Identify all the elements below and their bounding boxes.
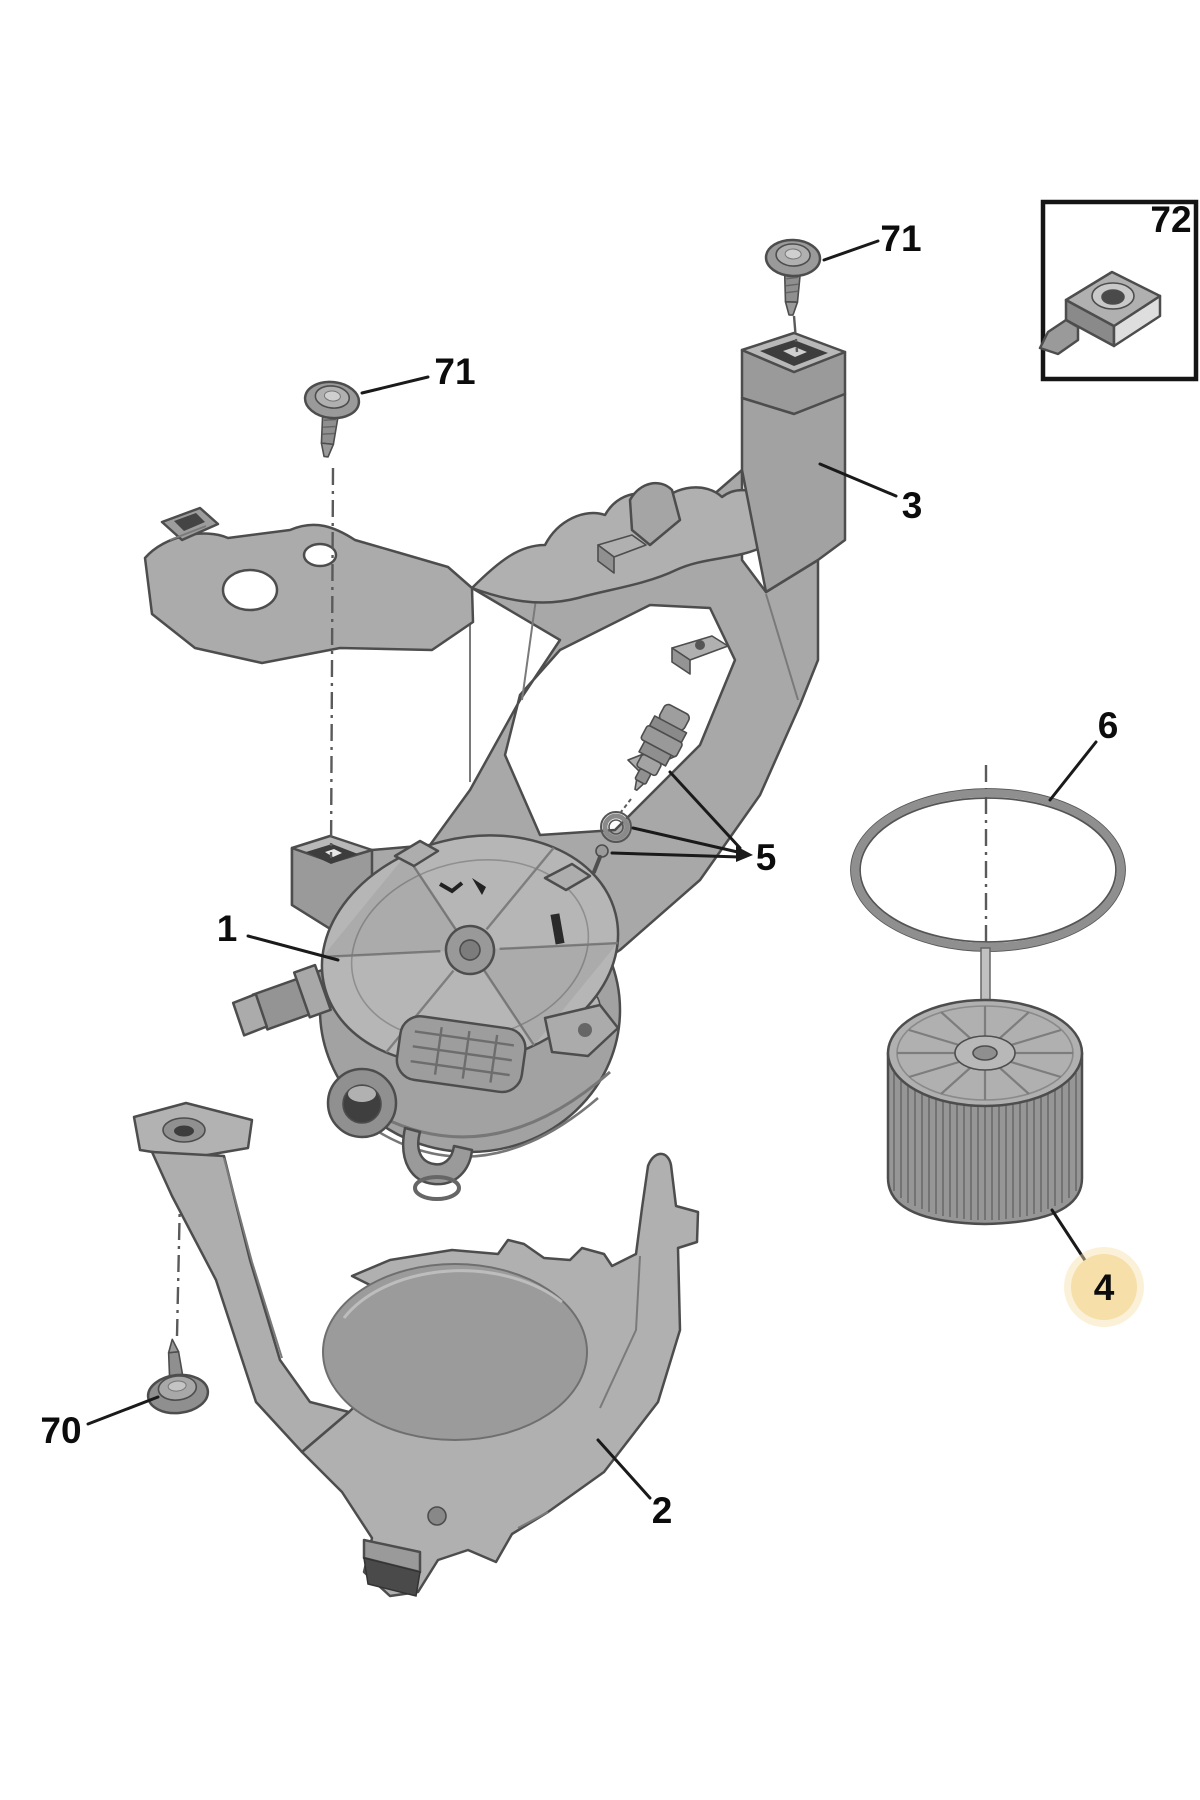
- callout-label-71-rear[interactable]: 71: [880, 218, 921, 259]
- leader-71-rear: [822, 239, 880, 262]
- o-ring-seal-drawing: [850, 765, 1126, 952]
- leader-3: [818, 462, 898, 498]
- leader-5-arrowhead: [736, 846, 753, 862]
- leader-2: [596, 1438, 652, 1500]
- mounting-screw-front-drawing: [297, 378, 362, 859]
- callout-label-6[interactable]: 6: [1098, 705, 1119, 746]
- leader-1: [246, 934, 340, 962]
- leader-6: [1048, 740, 1098, 802]
- leader-lines: [86, 239, 1098, 1500]
- leader-5: [610, 770, 744, 859]
- leader-4: [1050, 1208, 1092, 1270]
- callout-label-5[interactable]: 5: [756, 837, 777, 878]
- callout-label-4-highlighted[interactable]: 4: [1094, 1267, 1115, 1308]
- clip-nut-box: [1038, 199, 1199, 382]
- filter-pleats: [893, 1073, 1077, 1220]
- water-sensor-kit-drawing: [592, 703, 690, 874]
- leader-70: [86, 1395, 160, 1426]
- callout-label-70[interactable]: 70: [40, 1410, 81, 1451]
- callout-label-2[interactable]: 2: [652, 1490, 673, 1531]
- selected-part-highlight-core[interactable]: [1071, 1254, 1137, 1320]
- callout-label-3[interactable]: 3: [902, 485, 923, 526]
- molded-mark: [550, 913, 565, 945]
- callout-label-71-front[interactable]: 71: [434, 351, 475, 392]
- callout-label-1[interactable]: 1: [217, 908, 238, 949]
- molded-mark: [472, 878, 486, 895]
- callout-label-72[interactable]: 72: [1150, 199, 1191, 240]
- clip-nut-drawing: [1038, 270, 1162, 356]
- mounting-screw-rear-drawing: [762, 237, 822, 353]
- lower-bracket-drawing: [132, 1101, 700, 1598]
- filter-element-drawing: [886, 947, 1084, 1226]
- leader-71-front: [360, 375, 430, 395]
- molded-mark: [438, 881, 464, 894]
- fuel-filter-housing-drawing: [231, 834, 622, 1201]
